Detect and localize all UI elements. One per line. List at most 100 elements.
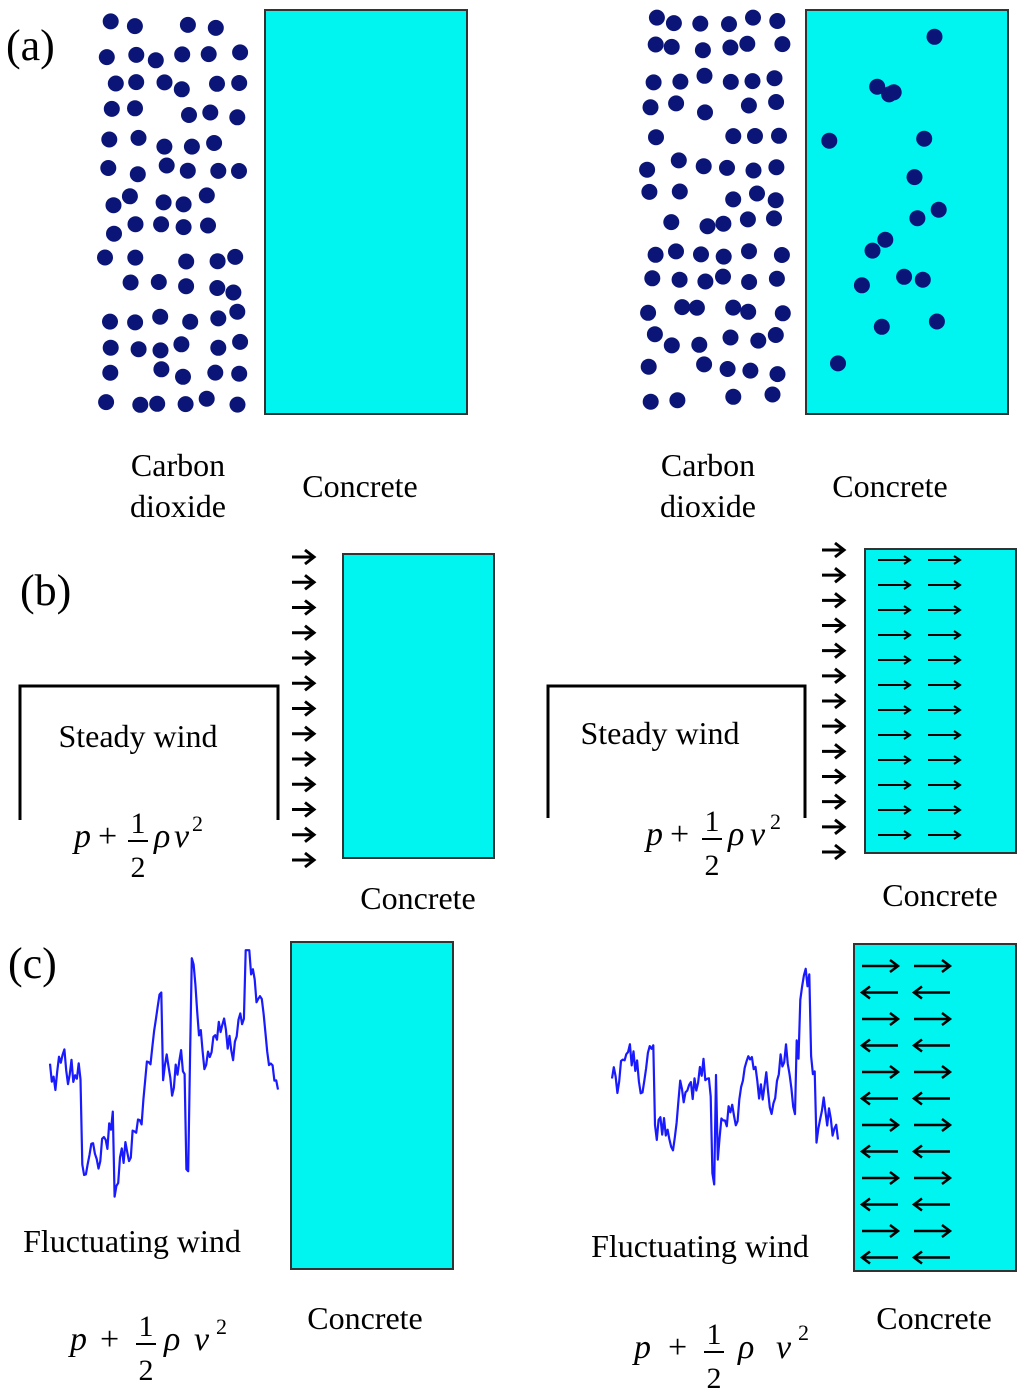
- co2-molecule-icon: [181, 107, 197, 123]
- co2-molecule-icon: [178, 253, 195, 270]
- wind-arrows: [820, 541, 846, 861]
- co2-molecule-icon: [122, 274, 139, 291]
- svg-text:2: 2: [139, 1354, 154, 1387]
- co2-molecule-icon: [644, 270, 661, 287]
- co2-molecule-icon: [175, 219, 192, 236]
- co2-molecule-icon: [674, 299, 691, 316]
- co2-molecule-icon: [121, 188, 138, 205]
- co2-molecule-icon: [740, 303, 757, 320]
- bernoulli-formula: p + 1 2 ρ v 2: [72, 807, 203, 884]
- co2-molecule-icon: [663, 214, 680, 231]
- co2-molecule-icon: [928, 313, 945, 330]
- co2-molecule-icon: [916, 130, 933, 147]
- co2-molecule-icon: [830, 355, 846, 372]
- co2-molecule-icon: [640, 358, 657, 375]
- svg-text:2: 2: [707, 1362, 722, 1391]
- right-arrow-icon: [820, 793, 846, 811]
- co2-molecule-icon: [767, 327, 784, 343]
- co2-molecule-icon: [665, 15, 682, 32]
- concrete-label: Concrete: [832, 468, 948, 504]
- svg-text:2: 2: [770, 809, 781, 834]
- co2-molecule-icon: [158, 157, 175, 174]
- wind-label: Steady wind: [580, 715, 739, 751]
- co2-molecule-icon: [767, 192, 784, 209]
- fluctuating-wind-signal: [610, 967, 840, 1186]
- co2-molecule-icon: [715, 248, 732, 265]
- co2-molecule-icon: [200, 46, 217, 63]
- wind-source-box: [546, 684, 807, 818]
- co2-molecule-icon: [739, 211, 756, 228]
- panel-c: (c) Fluctuating wind Concrete p + 1 2 ρ …: [8, 939, 1017, 1391]
- concrete-block: [864, 548, 1017, 854]
- co2-molecule-icon: [97, 249, 113, 266]
- svg-text:1: 1: [131, 807, 146, 840]
- svg-text:+: +: [98, 818, 117, 855]
- right-arrow-icon: [820, 617, 846, 634]
- co2-molecule-icon: [719, 361, 736, 377]
- co2-molecule-icon: [107, 75, 124, 92]
- co2-molecule-icon: [877, 231, 894, 248]
- co2-molecule-icon: [102, 313, 118, 330]
- co2-molecule-icon: [198, 390, 215, 407]
- co2-molecule-icon: [153, 361, 170, 378]
- co2-molecules-right: [639, 9, 791, 410]
- svg-text:2: 2: [216, 1314, 227, 1339]
- co2-molecule-icon: [725, 191, 742, 208]
- right-arrow-icon: [290, 801, 316, 818]
- co2-molecule-icon: [766, 70, 783, 87]
- co2-molecule-icon: [130, 129, 147, 146]
- co2-molecule-icon: [671, 183, 688, 200]
- co2-molecule-icon: [692, 15, 709, 32]
- co2-molecule-icon: [896, 268, 913, 285]
- co2-molecule-icon: [663, 337, 680, 354]
- co2-molecule-icon: [178, 278, 195, 295]
- co2-molecule-icon: [688, 299, 705, 316]
- co2-molecule-icon: [126, 18, 143, 35]
- wind-arrows: [290, 548, 316, 869]
- co2-molecule-icon: [774, 36, 791, 53]
- svg-text:2: 2: [798, 1320, 809, 1345]
- right-arrow-icon: [290, 674, 316, 692]
- co2-molecule-icon: [744, 73, 761, 90]
- co2-molecule-icon: [696, 356, 713, 373]
- co2-molecule-icon: [750, 332, 767, 349]
- co2-molecule-icon: [669, 392, 686, 409]
- right-arrow-icon: [290, 599, 316, 616]
- co2-molecule-icon: [740, 97, 757, 114]
- co2-molecule-icon: [725, 299, 742, 316]
- co2-molecule-icon: [864, 242, 881, 259]
- co2-molecule-icon: [668, 243, 684, 260]
- right-arrow-icon: [820, 667, 846, 685]
- svg-text:1: 1: [707, 1318, 722, 1351]
- co2-molecule-icon: [647, 36, 664, 53]
- co2-molecule-icon: [725, 128, 742, 145]
- right-arrow-icon: [820, 742, 846, 760]
- gas-label-line2: dioxide: [130, 488, 226, 524]
- svg-text:p: p: [632, 1329, 651, 1366]
- svg-text:2: 2: [131, 851, 146, 884]
- bernoulli-formula: p + 1 2 ρ v 2: [644, 805, 781, 882]
- co2-molecule-icon: [207, 364, 224, 381]
- co2-molecule-icon: [200, 217, 216, 234]
- svg-text:v: v: [750, 816, 766, 853]
- co2-molecule-icon: [696, 67, 713, 84]
- co2-molecule-icon: [129, 166, 146, 183]
- co2-molecule-icon: [152, 308, 169, 325]
- right-arrow-icon: [290, 700, 316, 717]
- svg-text:v: v: [194, 1321, 210, 1358]
- co2-molecule-icon: [156, 74, 173, 91]
- concrete-block: [853, 943, 1017, 1272]
- co2-molecule-icon: [210, 162, 227, 179]
- concrete-block: [264, 9, 468, 415]
- co2-molecule-icon: [648, 129, 664, 146]
- co2-molecule-icon: [909, 210, 926, 227]
- right-arrow-icon: [290, 775, 316, 793]
- right-arrow-icon: [290, 573, 316, 591]
- co2-molecule-icon: [231, 365, 248, 382]
- co2-molecule-icon: [231, 75, 248, 91]
- wind-source-box: [18, 684, 280, 820]
- co2-molecule-icon: [183, 138, 200, 155]
- co2-molecule-icon: [645, 74, 662, 91]
- panel-c-left: Fluctuating wind Concrete p + 1 2 ρ v 2: [23, 941, 454, 1387]
- co2-molecule-icon: [231, 163, 247, 179]
